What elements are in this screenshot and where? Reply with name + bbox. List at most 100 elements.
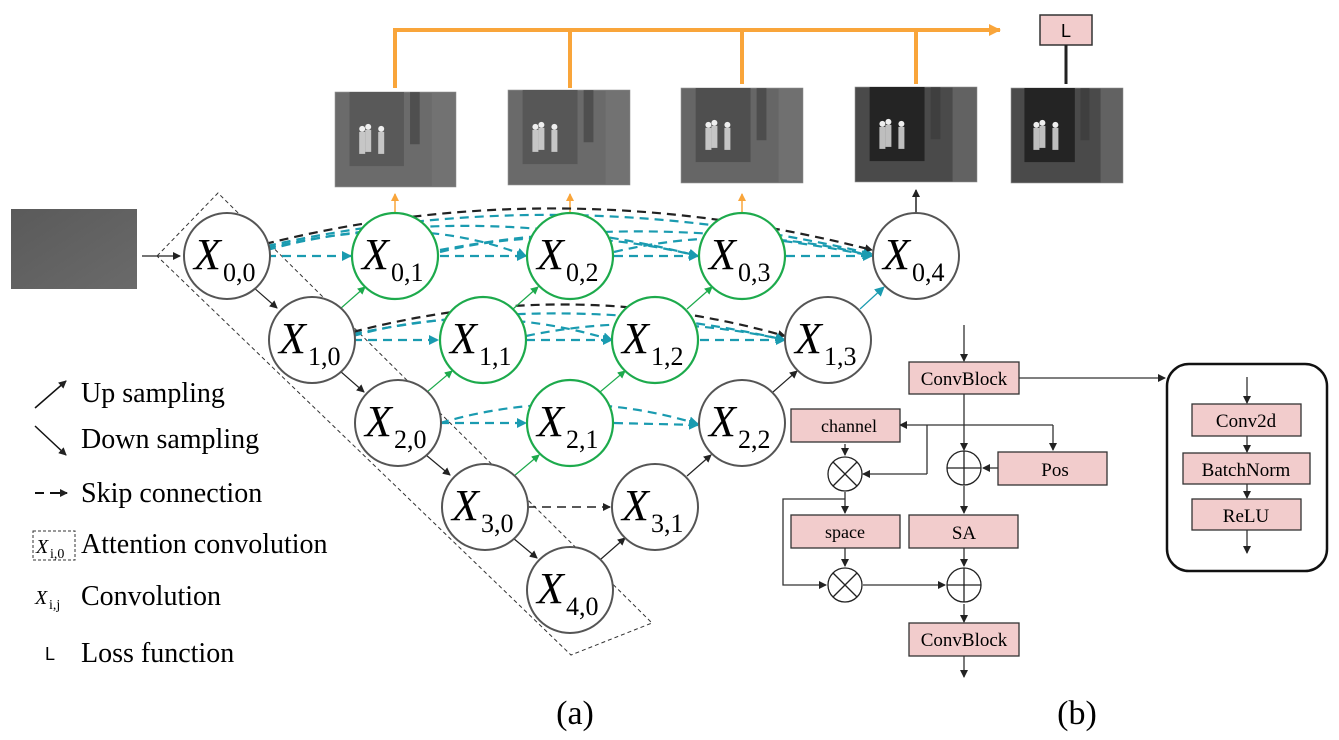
svg-text:SA: SA	[952, 523, 977, 544]
caption-b: (b)	[1057, 695, 1097, 732]
channel-box: channel	[790, 408, 901, 443]
svg-text:X: X	[34, 587, 48, 609]
output-arrows	[391, 189, 920, 214]
node-subscript: 1,3	[824, 342, 857, 371]
svg-text:Conv2d: Conv2d	[1216, 411, 1277, 432]
input-image	[11, 209, 137, 289]
node-subscript: 3,1	[651, 509, 684, 538]
add-icon	[946, 567, 982, 603]
svg-text:i,0: i,0	[50, 547, 64, 562]
space-box: space	[790, 514, 901, 549]
node-circle	[526, 546, 614, 634]
loss-symbol-icon: L	[45, 644, 55, 664]
node-subscript: 4,0	[566, 592, 599, 621]
node-label: X	[535, 397, 566, 446]
block-boxes: ConvBlock channel Pos space SA ConvBlock	[790, 361, 1108, 657]
svg-text:i,j: i,j	[49, 598, 60, 613]
node-subscript: 0,0	[223, 258, 256, 287]
relu-box: ReLU	[1191, 498, 1302, 531]
node-subscript: 1,2	[651, 342, 684, 371]
node-label: X	[620, 314, 651, 363]
node-label: X	[450, 481, 481, 530]
thermal-output-image	[1010, 87, 1124, 184]
legend-label: Down sampling	[81, 424, 259, 455]
node-label: X	[363, 397, 394, 446]
caption-a: (a)	[556, 695, 594, 732]
legend-label: Loss function	[81, 638, 234, 669]
legend: Up sampling Down sampling Skip connectio…	[32, 378, 328, 669]
node-circle	[698, 379, 786, 467]
conv2d-box: Conv2d	[1191, 403, 1302, 437]
node-subscript: 0,1	[391, 258, 424, 287]
sampling-arrows	[252, 286, 885, 560]
svg-text:space: space	[825, 522, 865, 542]
batchnorm-box: BatchNorm	[1182, 452, 1311, 485]
node-subscript: 0,4	[912, 258, 945, 287]
node-subscript: 0,2	[566, 258, 599, 287]
node-circle	[268, 296, 356, 384]
node-circle	[441, 463, 529, 551]
legend-label: Skip connection	[81, 478, 262, 509]
node-subscript: 1,1	[479, 342, 512, 371]
node-subscript: 2,1	[566, 425, 599, 454]
node-label: X	[277, 314, 308, 363]
output-images	[334, 86, 1124, 188]
add-icon	[946, 450, 982, 486]
pos-box: Pos	[997, 451, 1108, 486]
node-label: X	[535, 564, 566, 613]
node-subscript: 2,2	[738, 425, 771, 454]
multiply-icon	[827, 567, 863, 603]
legend-label: Convolution	[81, 581, 221, 612]
orange-loss-bus	[393, 24, 1001, 88]
node-circle	[611, 463, 699, 551]
node-label: X	[707, 397, 738, 446]
node-label: X	[881, 230, 912, 279]
legend-item-attention-convolution: X i,0 Attention convolution	[32, 529, 328, 562]
up-arrow-icon	[34, 380, 67, 409]
node-subscript: 3,0	[481, 509, 514, 538]
node-circle	[354, 379, 442, 467]
node-subscript: 1,0	[308, 342, 341, 371]
legend-item-convolution: X i,j Convolution	[34, 581, 221, 613]
thermal-output-image	[854, 86, 978, 183]
loss-label: L	[1061, 21, 1071, 41]
dashed-box-icon: X i,0	[32, 530, 76, 562]
thermal-output-image	[334, 91, 457, 188]
svg-text:X: X	[35, 536, 49, 558]
legend-label: Up sampling	[81, 378, 225, 409]
svg-text:ConvBlock: ConvBlock	[921, 630, 1008, 651]
convblock-detail: Conv2d BatchNorm ReLU	[1165, 362, 1329, 573]
node-label: X	[360, 230, 391, 279]
node-circle	[350, 211, 440, 301]
attention-convolution-region	[156, 192, 653, 656]
svg-text:ConvBlock: ConvBlock	[921, 369, 1008, 390]
legend-item-up-sampling: Up sampling	[34, 378, 225, 409]
node-circle	[183, 212, 271, 300]
loss-box: L	[1039, 14, 1093, 84]
thermal-output-image	[680, 87, 804, 184]
node-circle	[610, 295, 700, 385]
node-circle	[525, 378, 615, 468]
legend-item-skip-connection: Skip connection	[35, 478, 262, 509]
node-label: X	[707, 230, 738, 279]
node-circle	[872, 212, 960, 300]
node-label: X	[535, 230, 566, 279]
convolution-symbol-icon: X i,j	[34, 587, 60, 613]
node-subscript: 2,0	[394, 425, 427, 454]
node-circle	[784, 296, 872, 384]
